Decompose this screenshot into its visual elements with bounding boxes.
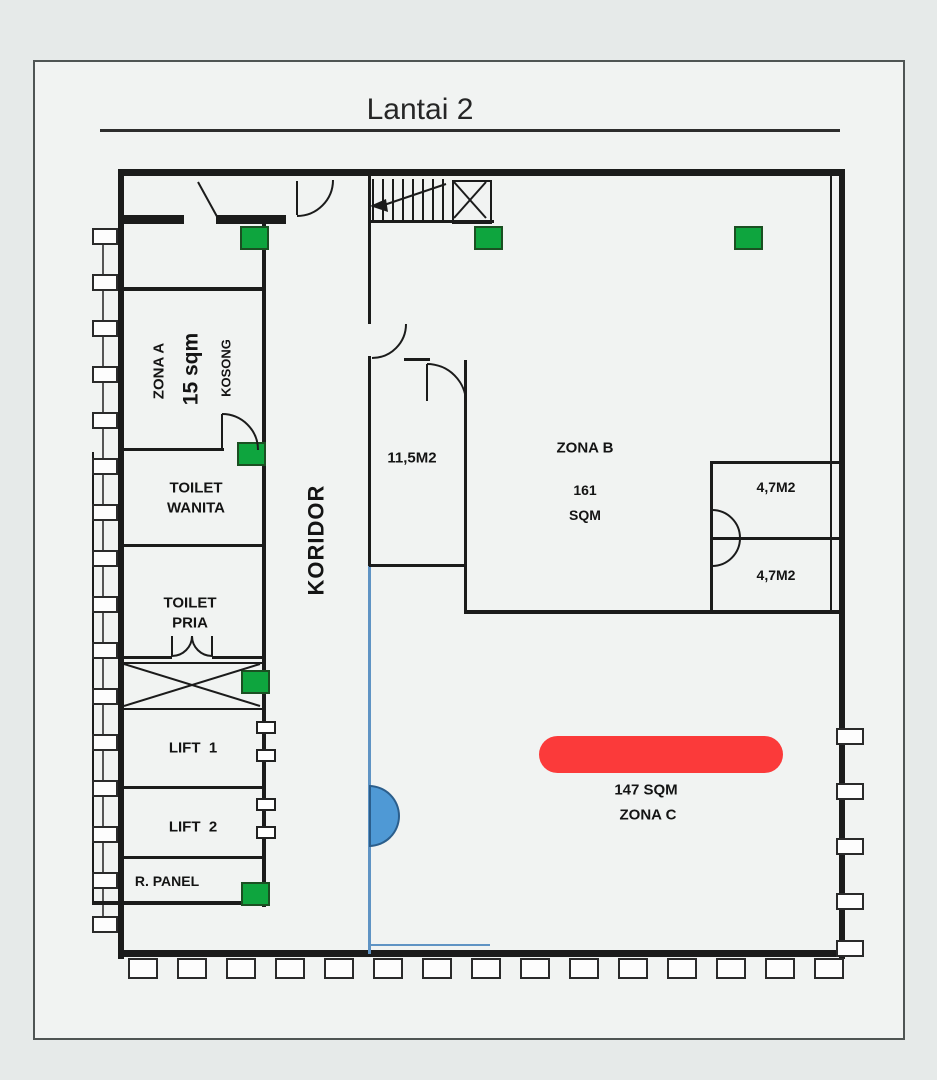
column-block xyxy=(92,274,118,291)
title-underline xyxy=(100,129,840,132)
green-marker xyxy=(474,226,503,250)
exterior-wall-top xyxy=(118,169,845,176)
column-block xyxy=(92,826,118,843)
wall-4-7-top xyxy=(710,461,843,464)
green-marker xyxy=(734,226,763,250)
column-block xyxy=(92,916,118,933)
wall-lift-separator xyxy=(122,786,266,789)
zona-b-label: ZONA B xyxy=(556,439,614,457)
zona-a-status-label: KOSONG xyxy=(218,339,234,397)
green-marker xyxy=(241,670,270,694)
column-block xyxy=(92,596,118,613)
column-block xyxy=(618,958,648,979)
wall-top-band-right xyxy=(216,215,286,224)
wall-zona-a-bottom xyxy=(122,448,224,451)
left-column-line xyxy=(102,228,104,930)
column-block xyxy=(422,958,452,979)
red-highlight-marker xyxy=(539,736,783,773)
zona-b-unit-label: SQM xyxy=(569,506,601,523)
wall-11-5-right xyxy=(464,360,467,613)
lift1-door-jamb xyxy=(256,749,276,762)
wall-lobby-top xyxy=(404,358,430,361)
column-block xyxy=(92,504,118,521)
stairs-bottom-wall xyxy=(370,220,494,223)
exterior-wall-left xyxy=(118,169,124,959)
column-block xyxy=(836,728,864,745)
interior-wall-right-inner xyxy=(830,171,832,613)
wall-corridor-mid xyxy=(368,356,371,568)
lift2-door-jamb xyxy=(256,826,276,839)
column-block xyxy=(92,228,118,245)
column-block xyxy=(716,958,746,979)
column-block xyxy=(92,458,118,475)
zona-c-label: ZONA C xyxy=(619,806,677,824)
exterior-wall-right xyxy=(839,169,845,959)
column-block xyxy=(836,838,864,855)
column-block xyxy=(836,940,864,957)
column-block xyxy=(177,958,207,979)
room-11-5-label: 11,5M2 xyxy=(387,449,437,467)
wall-corridor-lower-blue xyxy=(368,566,371,954)
page-title: Lantai 2 xyxy=(366,93,474,126)
column-block xyxy=(128,958,158,979)
column-block xyxy=(92,688,118,705)
zona-a-label: ZONA A xyxy=(150,342,168,400)
wall-rooms-right xyxy=(262,215,266,907)
zona-c-area-label: 147 SQM xyxy=(614,781,678,799)
wall-panel-bottom xyxy=(92,901,266,905)
column-block xyxy=(92,366,118,383)
toilet-pria-label: TOILET PRIA xyxy=(163,594,217,632)
column-block xyxy=(373,958,403,979)
stairs-hatch xyxy=(372,179,450,221)
lift-2-label: LIFT 2 xyxy=(168,818,218,836)
column-block xyxy=(667,958,697,979)
green-marker xyxy=(240,226,269,250)
column-block xyxy=(92,734,118,751)
room-4-7-bottom-label: 4,7M2 xyxy=(756,566,796,583)
wall-11-5-bottom xyxy=(369,564,466,567)
column-block xyxy=(520,958,550,979)
column-block xyxy=(92,642,118,659)
wall-corridor-upper xyxy=(368,176,371,324)
wall-lift2-bottom xyxy=(122,856,266,859)
wall-4-7-left xyxy=(710,461,713,612)
column-block xyxy=(275,958,305,979)
column-block xyxy=(765,958,795,979)
column-block xyxy=(92,780,118,797)
stairs-cross-box xyxy=(452,180,492,224)
column-block xyxy=(836,893,864,910)
column-block xyxy=(92,412,118,429)
column-block xyxy=(92,550,118,567)
column-block xyxy=(471,958,501,979)
column-block xyxy=(836,783,864,800)
wall-bottom-blue-line xyxy=(370,944,490,946)
wall-4-7-separator xyxy=(710,537,843,540)
wall-left-secondary xyxy=(92,452,94,905)
exterior-wall-bottom xyxy=(118,950,845,957)
column-block xyxy=(324,958,354,979)
column-block xyxy=(226,958,256,979)
toilet-wanita-label: TOILET WANITA xyxy=(166,479,226,517)
green-marker xyxy=(237,442,266,466)
lift1-door-jamb xyxy=(256,721,276,734)
column-block xyxy=(92,872,118,889)
lift-1-label: LIFT 1 xyxy=(168,739,218,757)
wall-pria-bottom-left xyxy=(122,656,172,659)
column-block xyxy=(814,958,844,979)
column-block xyxy=(569,958,599,979)
zona-b-area-label: 161 xyxy=(573,481,597,498)
wall-pria-bottom-right xyxy=(212,656,266,659)
column-block xyxy=(92,320,118,337)
wall-top-band-left xyxy=(122,215,184,224)
r-panel-label: R. PANEL xyxy=(134,872,200,889)
green-marker xyxy=(241,882,270,906)
zona-a-size-label: 15 sqm xyxy=(179,332,203,406)
wall-toilet-separator xyxy=(122,544,266,547)
lift2-door-jamb xyxy=(256,798,276,811)
room-4-7-top-label: 4,7M2 xyxy=(756,478,796,495)
wall-zona-b-bottom xyxy=(464,610,845,614)
wall-zona-a-top xyxy=(122,287,266,291)
koridor-label: KORIDOR xyxy=(303,484,329,596)
